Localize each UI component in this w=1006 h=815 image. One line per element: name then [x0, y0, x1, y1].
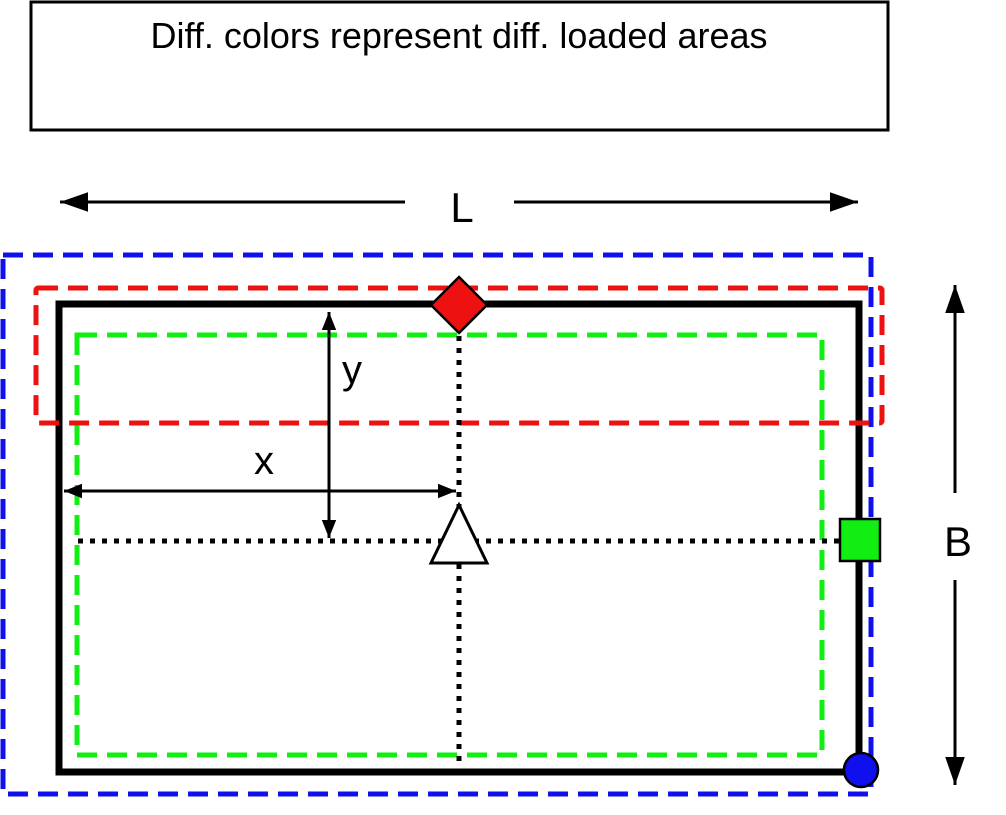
caption-box: Diff. colors represent diff. loaded area… — [29, 0, 890, 132]
breadth-label: B — [944, 518, 972, 565]
breadth-dimension: B — [944, 285, 972, 785]
green-square-marker — [838, 517, 882, 563]
x-label: x — [254, 439, 274, 483]
y-dimension: y — [321, 312, 362, 538]
blue-loaded-area — [0, 252, 874, 797]
blue-circle-marker — [842, 751, 880, 789]
red-diamond-marker — [429, 275, 489, 335]
white-triangle-marker — [428, 501, 490, 565]
caption-text: Diff. colors represent diff. loaded area… — [150, 15, 767, 56]
green-loaded-area — [74, 332, 825, 758]
y-label: y — [342, 348, 362, 392]
x-dimension: x — [64, 439, 456, 499]
length-dimension: L — [60, 184, 858, 231]
length-label: L — [450, 184, 473, 231]
